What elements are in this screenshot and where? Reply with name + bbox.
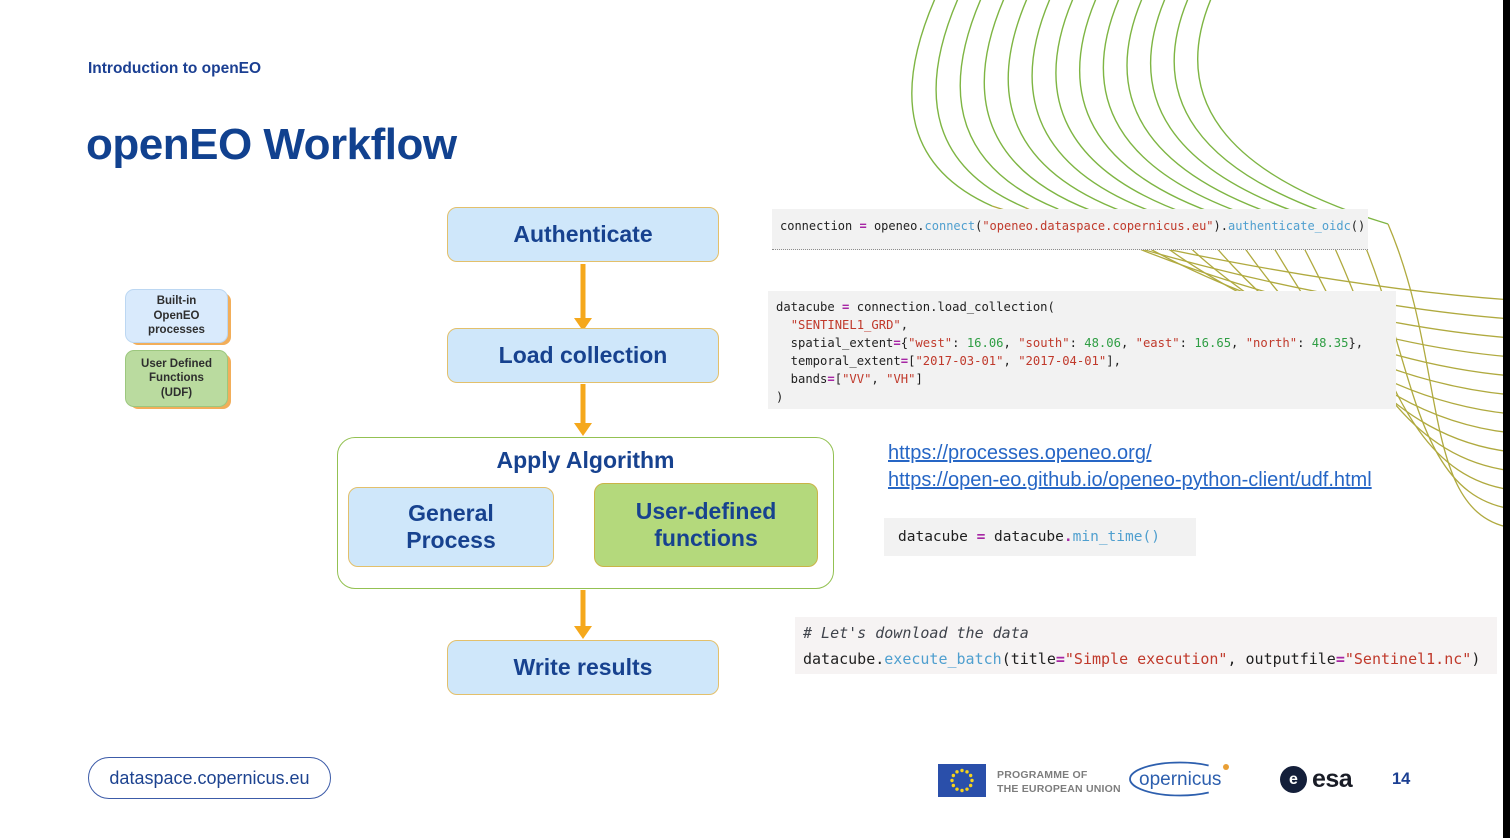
flow-step-user-defined-functions: User-defined functions xyxy=(594,483,818,567)
dataspace-url-label: dataspace.copernicus.eu xyxy=(109,767,310,788)
page-number: 14 xyxy=(1392,770,1411,788)
flow-arrow xyxy=(574,590,592,639)
authenticate-label: Authenticate xyxy=(513,221,653,247)
esa-emblem-icon: e xyxy=(1280,766,1307,793)
user-defined-functions-label: User-defined functions xyxy=(635,498,777,551)
load-collection-label: Load collection xyxy=(498,342,668,368)
general-process-label: General Process xyxy=(406,500,496,553)
slide-kicker: Introduction to openEO xyxy=(88,60,262,77)
copernicus-orbit-icon xyxy=(1129,761,1231,797)
link-openeo-udf-docs[interactable]: https://open-eo.github.io/openeo-python-… xyxy=(888,469,1372,491)
legend-udf-label: User Defined Functions (UDF) xyxy=(141,357,212,399)
code-snippet-connect: connection = openeo.connect("openeo.data… xyxy=(772,209,1368,250)
copernicus-wordmark: opernicus xyxy=(1139,769,1221,790)
screen-edge-strip xyxy=(1503,0,1510,838)
write-results-label: Write results xyxy=(513,654,653,680)
eu-flag-logo xyxy=(938,764,986,797)
code-snippet-min-time: datacube = datacube.min_time() xyxy=(884,518,1196,556)
apply-algorithm-label: Apply Algorithm xyxy=(496,447,675,473)
copernicus-logo: opernicus xyxy=(1129,761,1231,797)
eu-stars xyxy=(950,768,974,793)
code-snippet-load-collection: datacube = connection.load_collection( "… xyxy=(768,291,1396,409)
copernicus-satellite-dot-icon xyxy=(1223,764,1229,770)
esa-emblem-letter: e xyxy=(1289,770,1298,788)
flow-step-general-process: General Process xyxy=(348,487,554,567)
flow-step-load-collection: Load collection xyxy=(447,328,719,383)
flow-step-authenticate: Authenticate xyxy=(447,207,719,262)
legend-builtin-processes: Built-in OpenEO processes xyxy=(125,289,228,343)
link-processes-openeo[interactable]: https://processes.openeo.org/ xyxy=(888,442,1152,464)
legend-builtin-label: Built-in OpenEO processes xyxy=(148,295,205,337)
page-title: openEO Workflow xyxy=(86,120,457,169)
reference-links: https://processes.openeo.org/ https://op… xyxy=(888,440,1372,494)
eu-programme-label: PROGRAMME OF THE EUROPEAN UNION xyxy=(997,769,1121,795)
flow-arrow xyxy=(574,384,592,436)
esa-wordmark: esa xyxy=(1312,765,1353,793)
esa-logo: e esa xyxy=(1280,765,1353,794)
flow-arrow xyxy=(574,264,592,331)
flow-step-write-results: Write results xyxy=(447,640,719,695)
legend-udf: User Defined Functions (UDF) xyxy=(125,350,228,407)
footer-dataspace-pill: dataspace.copernicus.eu xyxy=(88,757,331,799)
